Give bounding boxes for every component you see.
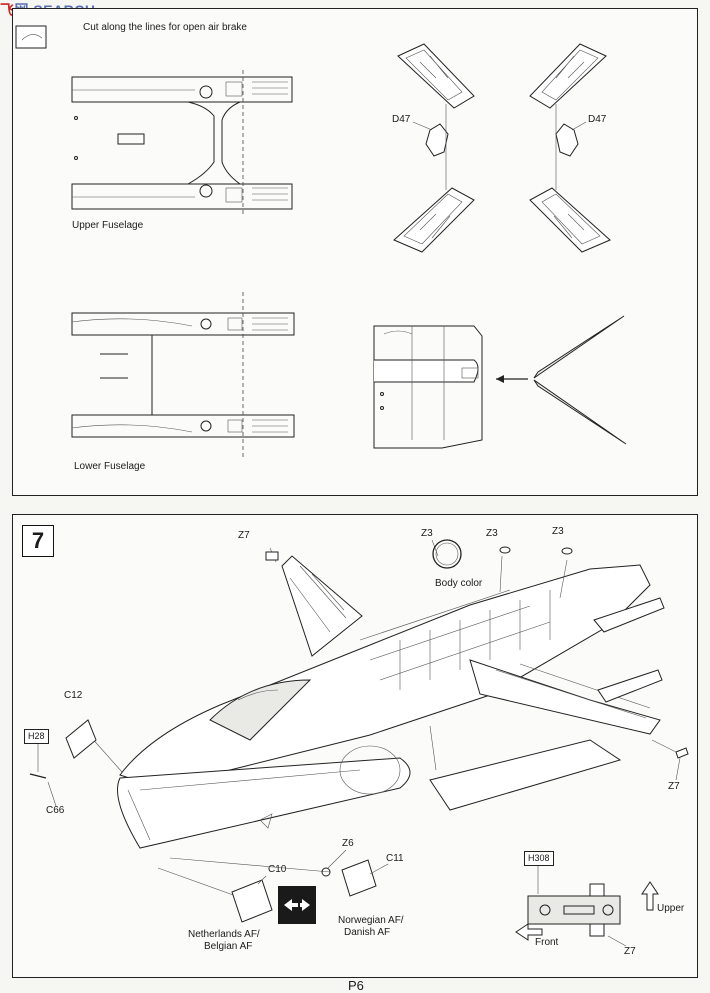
upper-fuselage-label: Upper Fuselage	[72, 220, 144, 231]
part-z3-b-shape	[499, 546, 511, 554]
part-z7-top: Z7	[238, 530, 250, 541]
front-arrow-icon	[515, 923, 543, 941]
part-z6-shape	[321, 867, 331, 877]
scissors-mark-icon	[21, 34, 43, 41]
part-d47-left: D47	[392, 114, 411, 125]
part-d47-right: D47	[588, 114, 607, 125]
cut-box-icon	[15, 25, 47, 49]
variant-nl-line1: Netherlands AF/	[188, 929, 260, 940]
part-h28-pin	[29, 773, 47, 779]
cut-instruction: Cut along the lines for open air brake	[83, 22, 247, 33]
step-number: 7	[22, 525, 54, 557]
part-h28: H28	[24, 729, 49, 744]
watermark-char-a: 飞	[0, 2, 15, 18]
lower-fuselage-label: Lower Fuselage	[74, 461, 146, 472]
body-color-label: Body color	[435, 578, 483, 589]
page-number: P6	[348, 978, 364, 993]
part-c11: C11	[386, 853, 404, 864]
part-z3-b: Z3	[486, 528, 498, 539]
aircraft-fuselage-drawing	[89, 539, 665, 897]
part-h308: H308	[524, 851, 554, 866]
part-c12: C12	[64, 690, 83, 701]
part-z7-right-shape	[675, 747, 689, 759]
swap-arrows-icon	[284, 899, 310, 911]
part-h308-shape	[527, 895, 621, 925]
part-z7-bottom: Z7	[624, 946, 636, 957]
part-z7-top-shape	[265, 551, 279, 561]
variant-no-line2: Danish AF	[344, 927, 391, 938]
upper-fuselage-drawing	[71, 70, 293, 214]
part-c10-shape	[231, 879, 273, 923]
air-brake-petals-upper	[393, 43, 611, 253]
part-c10: C10	[268, 864, 287, 875]
part-c66: C66	[46, 805, 65, 816]
tail-section-drawing	[373, 315, 627, 449]
upper-arrow-icon	[641, 881, 659, 911]
upper-direction-label: Upper	[657, 903, 685, 914]
body-color-ring	[432, 539, 462, 569]
part-z3-c: Z3	[552, 526, 564, 537]
variant-nl-line2: Belgian AF	[204, 941, 253, 952]
part-c11-shape	[341, 859, 377, 897]
front-direction-label: Front	[535, 937, 559, 948]
lower-fuselage-drawing	[71, 292, 295, 458]
variant-no-line1: Norwegian AF/	[338, 915, 404, 926]
part-c12-shape	[65, 719, 97, 759]
part-z7-right: Z7	[668, 781, 680, 792]
part-z3-c-shape	[561, 547, 573, 555]
part-z6: Z6	[342, 838, 354, 849]
part-z3-a: Z3	[421, 528, 433, 539]
